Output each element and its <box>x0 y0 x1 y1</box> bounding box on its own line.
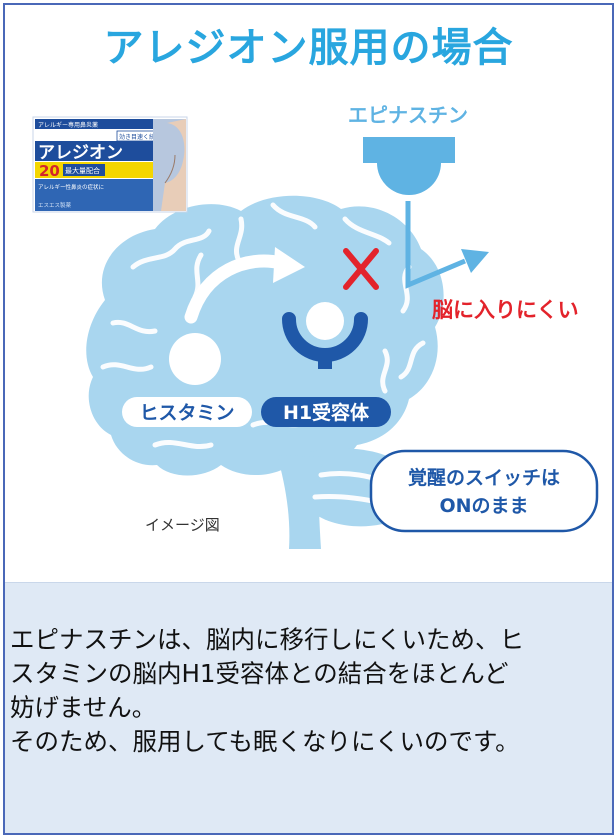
h1-receptor-icon <box>282 312 368 369</box>
explanation-line-3: 妨げません。 <box>10 693 157 722</box>
explanation-line-4: そのため、服用しても眠くなりにくいのです。 <box>10 727 520 756</box>
product-package: アレルギー専用鼻炎薬 効き目速く続く アレジオン 20 最大量配合 アレルギー性… <box>32 116 188 213</box>
deflect-arrow <box>405 201 489 289</box>
package-badge: 効き目速く続く <box>119 133 161 141</box>
receptor-pill: H1受容体 <box>261 397 391 427</box>
cross-mark-icon <box>343 248 379 290</box>
receptor-binding-site <box>306 302 344 340</box>
explanation-box: エピナスチンは、脳内に移行しにくいため、ヒ スタミンの脳内H1受容体との結合をほ… <box>5 582 612 833</box>
explanation-line-2: スタミンの脳内H1受容体との結合をほとんど <box>10 659 509 688</box>
status-bubble: 覚醒のスイッチは ONのまま <box>369 449 599 533</box>
page-title: アレジオン服用の場合 <box>103 25 514 71</box>
histamine-pill: ヒスタミン <box>122 397 252 427</box>
epinastine-label: エピナスチン <box>348 103 468 127</box>
epinastine-drug-icon <box>363 137 455 195</box>
package-face-image <box>153 119 186 211</box>
image-note: イメージ図 <box>145 516 220 534</box>
blocked-label: 脳に入りにくい <box>432 298 579 322</box>
package-subtitle: アレルギー性鼻炎の症状に <box>38 183 104 191</box>
package-count-number: 20 <box>39 162 60 180</box>
package-product-name: アレジオン <box>38 143 123 163</box>
package-small-top: アレルギー専用鼻炎薬 <box>38 121 98 129</box>
explanation-text: エピナスチンは、脳内に移行しにくいため、ヒ スタミンの脳内H1受容体との結合をほ… <box>10 623 610 759</box>
histamine-molecule <box>169 333 221 385</box>
receptor-label: H1受容体 <box>283 401 370 424</box>
mechanism-diagram: アレルギー専用鼻炎薬 効き目速く続く アレジオン 20 最大量配合 アレルギー性… <box>32 103 599 549</box>
histamine-label: ヒスタミン <box>139 402 234 424</box>
package-maker: エスエス製薬 <box>38 201 72 209</box>
explanation-line-1: エピナスチンは、脳内に移行しにくいため、ヒ <box>10 625 525 654</box>
package-count-text: 最大量配合 <box>65 166 100 175</box>
status-line-1: 覚醒のスイッチは <box>408 466 560 489</box>
status-line-2: ONのまま <box>439 495 528 517</box>
infographic-frame: アレジオン服用の場合 <box>3 3 614 835</box>
histamine-path-arrow <box>184 247 305 324</box>
